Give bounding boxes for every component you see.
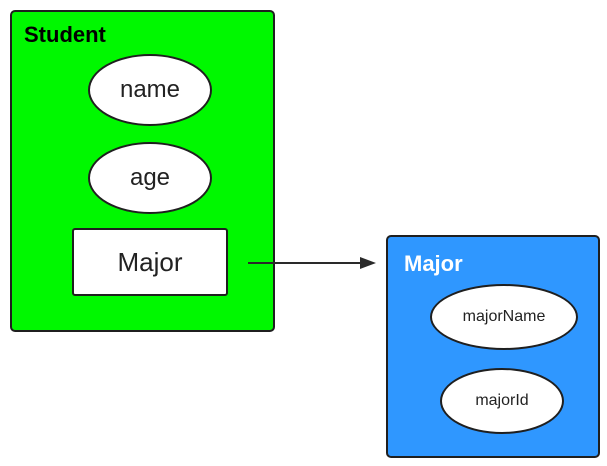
major-entity-box: Major majorName majorId	[386, 235, 600, 458]
student-entity-box: Student name age Major	[10, 10, 275, 332]
student-attribute-age: age	[88, 142, 212, 214]
student-attribute-name: name	[88, 54, 212, 126]
major-attribute-majorid: majorId	[440, 368, 564, 434]
student-major-reference: Major	[72, 228, 228, 296]
major-attribute-majorname: majorName	[430, 284, 578, 350]
student-entity-title: Student	[24, 22, 106, 47]
major-entity-title: Major	[404, 251, 463, 276]
